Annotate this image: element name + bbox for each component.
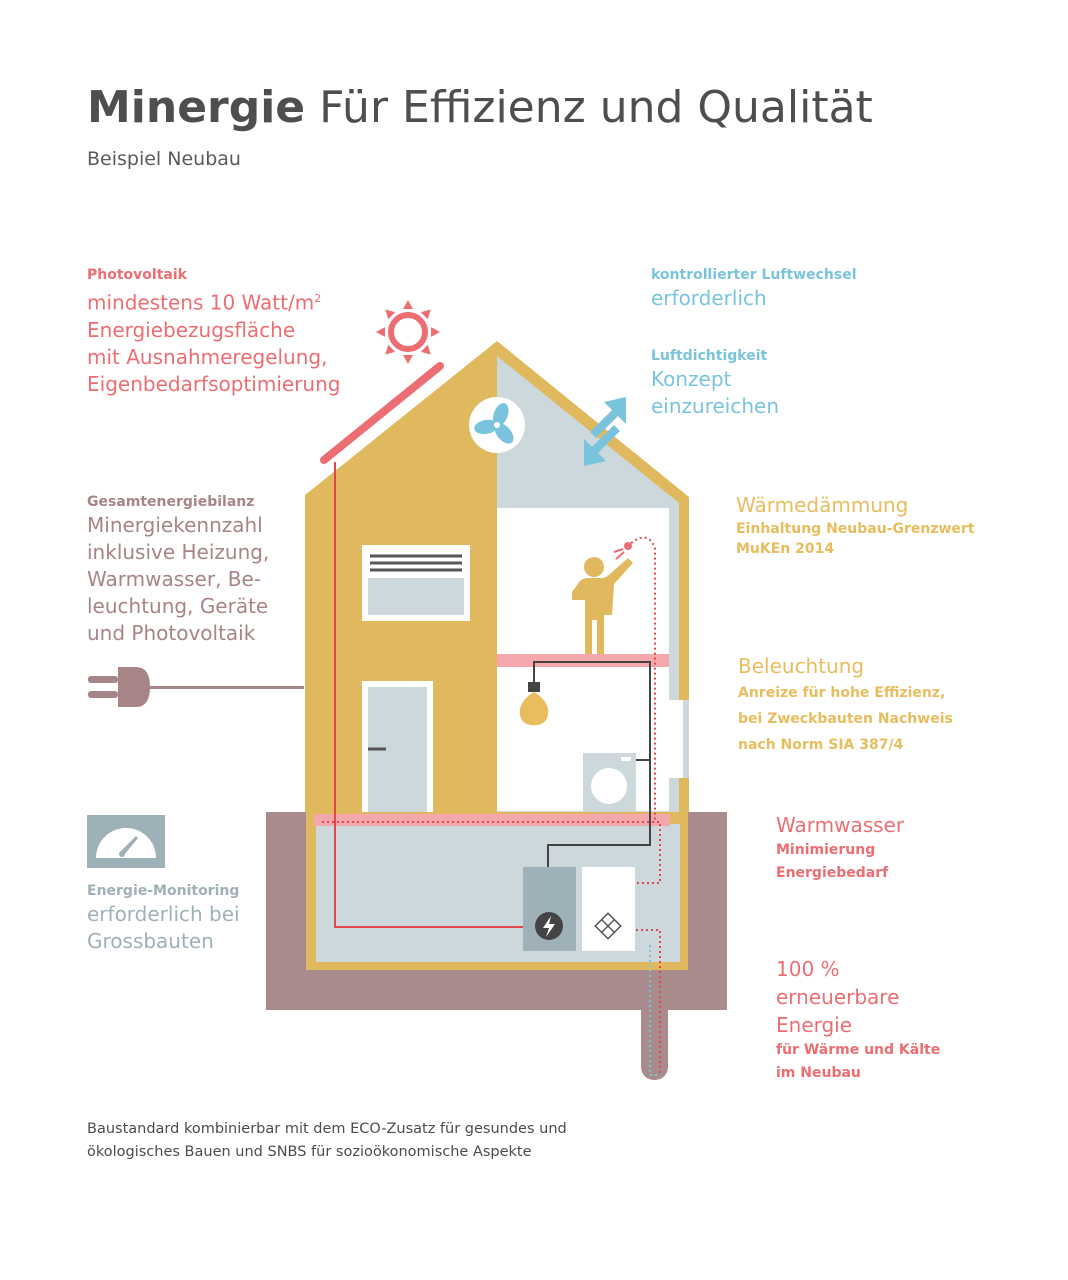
- plug-icon: [88, 667, 304, 707]
- gesamtenergiebilanz-line3: Warmwasser, Be-: [87, 567, 262, 591]
- photovoltaik-line1: mindestens 10 Watt/m2: [87, 285, 340, 317]
- page-title: Minergie Für Effizienz und Qualität: [87, 82, 873, 133]
- shower-head: [613, 536, 656, 820]
- label-monitoring: Energie-Monitoring erforderlich bei Gros…: [87, 881, 240, 955]
- water-tank-icon: [582, 867, 635, 951]
- label-luftdichtigkeit: Luftdichtigkeit Konzept einzureichen: [651, 346, 779, 420]
- beleuchtung-line3: nach Norm SIA 387/4: [738, 737, 904, 753]
- title-rest: Für Effizienz und Qualität: [319, 82, 873, 133]
- sun-icon: [376, 300, 440, 364]
- label-luftwechsel: kontrollierter Luftwechsel erforderlich: [651, 265, 857, 312]
- label-warmwasser: Warmwasser Minimierung Energiebedarf: [776, 812, 904, 885]
- photovoltaik-heading: Photovoltaik: [87, 267, 187, 283]
- title-bold: Minergie: [87, 82, 306, 133]
- warmwasser-line2: Energiebedarf: [776, 865, 889, 881]
- fan-icon: [469, 397, 525, 453]
- air-exchange-arrows-icon: [584, 397, 626, 466]
- photovoltaik-line2: Energiebezugsfläche: [87, 317, 296, 342]
- gauge-icon: [87, 815, 165, 868]
- monitoring-line2: Grossbauten: [87, 929, 214, 953]
- label-erneuerbar: 100 % erneuerbare Energie für Wärme und …: [776, 955, 940, 1085]
- luftdichtigkeit-line2: einzureichen: [651, 394, 780, 418]
- gesamtenergiebilanz-line5: und Photovoltaik: [87, 621, 256, 645]
- gesamtenergiebilanz-line4: leuchtung, Geräte: [87, 594, 269, 618]
- erneuerbar-big3: Energie: [776, 1013, 853, 1037]
- beleuchtung-line2: bei Zweckbauten Nachweis: [738, 711, 953, 727]
- beleuchtung-big: Beleuchtung: [738, 654, 865, 678]
- footer-line1: Baustandard kombinierbar mit dem ECO-Zus…: [87, 1121, 567, 1137]
- monitoring-line1: erforderlich bei: [87, 902, 240, 926]
- warmwasser-big: Warmwasser: [776, 813, 905, 837]
- erneuerbar-line2: im Neubau: [776, 1065, 861, 1081]
- photovoltaik-line4: Eigenbedarfsoptimierung: [87, 371, 341, 396]
- waermedaemmung-line2: MuKEn 2014: [736, 541, 835, 557]
- beleuchtung-line1: Anreize für hohe Effizienz,: [738, 685, 946, 701]
- label-gesamtenergiebilanz: Gesamtenergiebilanz Minergiekennzahl ink…: [87, 492, 269, 647]
- waermedaemmung-big: Wärmedämmung: [736, 493, 909, 517]
- erneuerbar-big2: erneuerbare: [776, 985, 900, 1009]
- waermedaemmung-line1: Einhaltung Neubau-Grenzwert: [736, 521, 975, 537]
- photovoltaik-line1-sup: 2: [314, 292, 322, 305]
- warmwasser-line1: Minimierung: [776, 842, 876, 858]
- monitoring-heading: Energie-Monitoring: [87, 883, 240, 899]
- electric-wiring: [533, 661, 651, 870]
- erneuerbar-big1: 100 %: [776, 957, 840, 981]
- page-subtitle: Beispiel Neubau: [87, 148, 241, 170]
- photovoltaik-line1-text: mindestens 10 Watt/m: [87, 290, 315, 315]
- photovoltaik-line3: mit Ausnahmeregelung,: [87, 344, 328, 369]
- footer-note: Baustandard kombinierbar mit dem ECO-Zus…: [87, 1118, 567, 1164]
- heat-pump-icon: [523, 867, 576, 951]
- luftdichtigkeit-heading: Luftdichtigkeit: [651, 348, 768, 364]
- luftdichtigkeit-line1: Konzept: [651, 367, 732, 391]
- washing-machine-icon: [583, 753, 636, 811]
- solar-panel: [320, 362, 525, 928]
- luftwechsel-text: erforderlich: [651, 286, 767, 310]
- person-shower-icon: [572, 557, 633, 654]
- label-photovoltaik: Photovoltaik mindestens 10 Watt/m2 Energ…: [87, 265, 340, 398]
- lightbulb-icon: [519, 667, 549, 726]
- label-beleuchtung: Beleuchtung Anreize für hohe Effizienz, …: [738, 653, 953, 758]
- gesamtenergiebilanz-heading: Gesamtenergiebilanz: [87, 494, 255, 510]
- geothermal-probe: [636, 929, 661, 1076]
- label-waermedaemmung: Wärmedämmung Einhaltung Neubau-Grenzwert…: [736, 492, 975, 559]
- luftwechsel-heading: kontrollierter Luftwechsel: [651, 267, 857, 283]
- erneuerbar-line1: für Wärme und Kälte: [776, 1042, 941, 1058]
- footer-line2: ökologisches Bauen und SNBS für sozioöko…: [87, 1144, 532, 1160]
- gesamtenergiebilanz-line1: Minergiekennzahl: [87, 513, 263, 537]
- gesamtenergiebilanz-line2: inklusive Heizung,: [87, 540, 270, 564]
